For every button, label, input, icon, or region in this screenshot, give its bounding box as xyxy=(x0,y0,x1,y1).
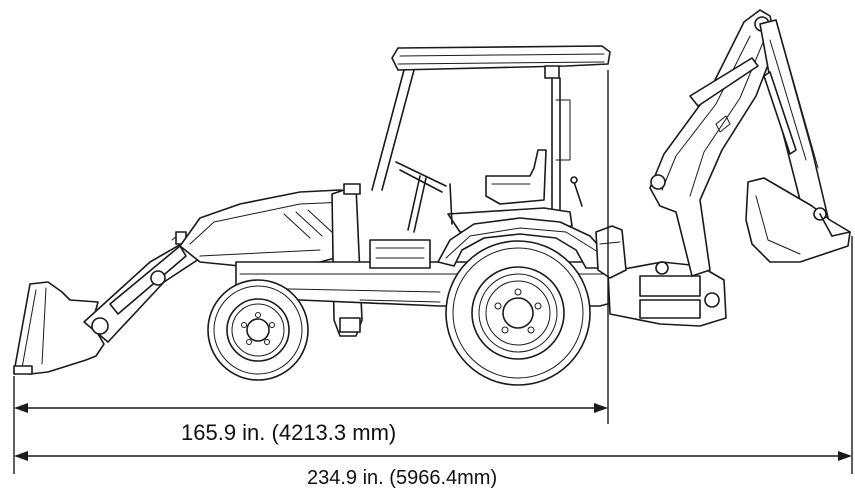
operator-station xyxy=(395,149,583,233)
front-wheel xyxy=(207,279,309,381)
dimension-label-inner: 165.9 in. (4213.3 mm) xyxy=(181,420,397,445)
stabilizer xyxy=(595,225,627,279)
rear-wheel xyxy=(445,240,591,386)
hood xyxy=(179,189,353,267)
backhoe-boom xyxy=(649,9,777,277)
dim-inner xyxy=(13,70,609,424)
rops-canopy xyxy=(371,45,611,226)
dimension-label-outer: 234.9 in. (5966.4mm) xyxy=(307,467,498,489)
backhoe-mount xyxy=(607,261,727,327)
dim-outer xyxy=(13,236,853,474)
loader-tower xyxy=(331,183,363,337)
backhoe-bucket xyxy=(745,177,851,263)
